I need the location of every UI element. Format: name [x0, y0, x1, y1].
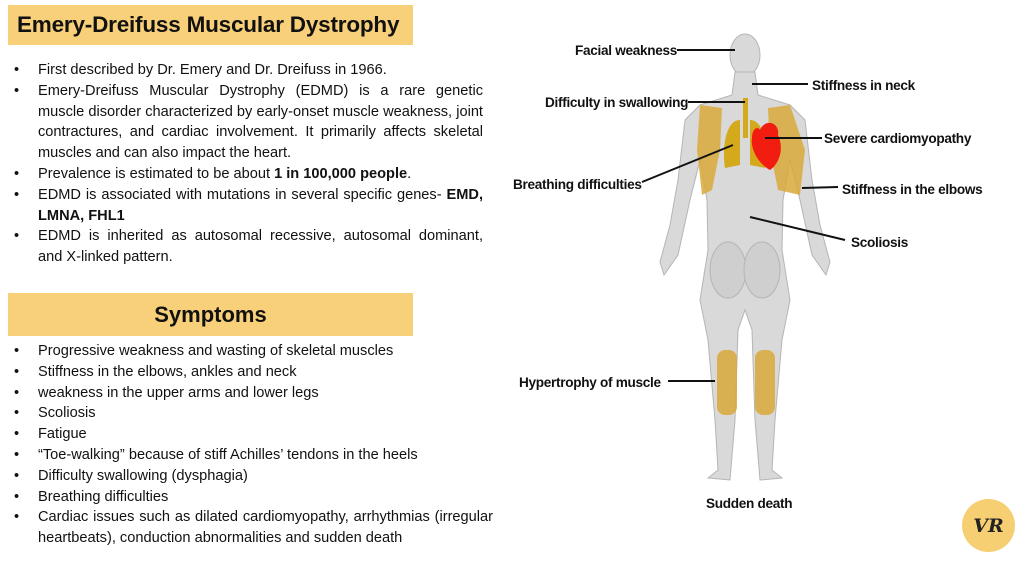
list-item: EDMD is inherited as autosomal recessive…: [8, 226, 483, 268]
symptom-item: Progressive weakness and wasting of skel…: [8, 341, 493, 362]
left-calf-muscle: [717, 350, 737, 415]
item-bold: EMD, LMNA, FHL1: [38, 186, 483, 224]
muscle-highlights: [697, 105, 805, 415]
label-hypertrophy: Hypertrophy of muscle: [519, 375, 661, 390]
title-banner: Emery-Dreifuss Muscular Dystrophy: [8, 5, 413, 45]
symptom-item: Scoliosis: [8, 403, 493, 424]
right-upper-arm-muscle: [768, 105, 805, 195]
symptom-item: Fatigue: [8, 424, 493, 445]
label-breathing: Breathing difficulties: [513, 177, 642, 192]
symptom-item: weakness in the upper arms and lower leg…: [8, 383, 493, 404]
symptoms-banner: Symptoms: [8, 293, 413, 336]
symptom-item: “Toe-walking” because of stiff Achilles’…: [8, 445, 493, 466]
label-cardiomyopathy: Severe cardiomyopathy: [824, 131, 972, 146]
symptom-item: Breathing difficulties: [8, 487, 493, 508]
item-text: First described by Dr. Emery and Dr. Dre…: [38, 62, 387, 78]
right-calf-muscle: [755, 350, 775, 415]
item-text: EDMD is associated with mutations in sev…: [38, 186, 447, 203]
symptom-item: Cardiac issues such as dilated cardiomyo…: [8, 507, 493, 549]
label-stiffness-elbows: Stiffness in the elbows: [842, 182, 982, 197]
label-facial-weakness: Facial weakness: [575, 43, 677, 58]
list-item: Prevalence is estimated to be about 1 in…: [8, 164, 483, 185]
vr-logo: VR: [962, 499, 1015, 552]
item-text: Prevalence is estimated to be about: [38, 165, 275, 182]
item-text: Emery-Dreifuss Muscular Dystrophy (EDMD)…: [38, 82, 483, 162]
symptom-item: Difficulty swallowing (dysphagia): [8, 466, 493, 487]
list-item: First described by Dr. Emery and Dr. Dre…: [8, 60, 483, 81]
page-title: Emery-Dreifuss Muscular Dystrophy: [17, 12, 400, 37]
leader-lines: [641, 49, 846, 382]
left-upper-arm-muscle: [697, 105, 722, 195]
intro-list: First described by Dr. Emery and Dr. Dre…: [8, 60, 483, 268]
list-item: EDMD is associated with mutations in sev…: [8, 185, 483, 227]
label-stiffness-neck: Stiffness in neck: [812, 78, 916, 93]
item-text: .: [407, 165, 412, 182]
list-item: Emery-Dreifuss Muscular Dystrophy (EDMD)…: [8, 81, 483, 164]
heart-icon: [751, 122, 781, 170]
label-sudden-death: Sudden death: [706, 496, 792, 511]
item-bold: 1 in 100,000 people: [274, 165, 408, 182]
label-scoliosis: Scoliosis: [851, 235, 908, 250]
symptom-item: Stiffness in the elbows, ankles and neck: [8, 362, 493, 383]
symptoms-list: Progressive weakness and wasting of skel…: [8, 341, 493, 549]
item-text: EDMD is inherited as autosomal recessive…: [38, 228, 483, 266]
symptoms-heading: Symptoms: [154, 301, 267, 327]
label-difficulty-swallowing: Difficulty in swallowing: [545, 95, 688, 110]
